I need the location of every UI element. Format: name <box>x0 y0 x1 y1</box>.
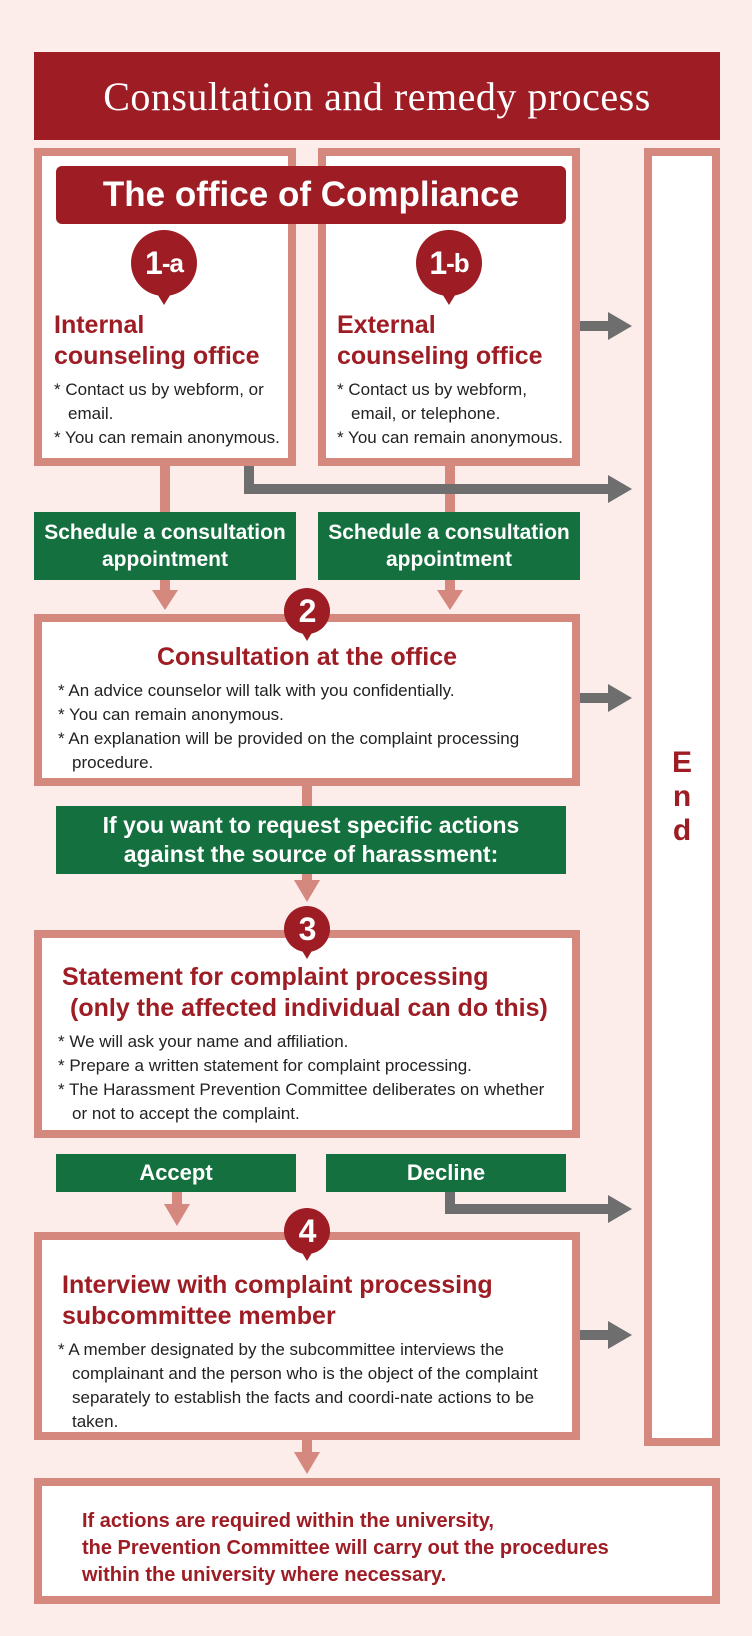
step-3-box: Statement for complaint processing (only… <box>34 930 580 1138</box>
end-label: E n d <box>667 746 697 848</box>
connector-schedule-right <box>445 580 455 590</box>
schedule-right-label: Schedule a consultation appointment <box>318 512 580 580</box>
step-1b-heading: External counseling office <box>337 311 543 370</box>
note-item: * Prepare a written statement for compla… <box>58 1056 472 1075</box>
step-1a-badge: 1-a <box>131 230 197 306</box>
step-3-badge: 3 <box>284 906 330 960</box>
step-2-heading: Consultation at the office <box>157 643 457 671</box>
note-item: * You can remain anonymous. <box>54 428 280 447</box>
step-3-heading: Statement for complaint processing (only… <box>62 963 548 1022</box>
step-2-badge: 2 <box>284 588 330 642</box>
connector-schedule-left <box>160 580 170 590</box>
note-item: * An explanation will be provided on the… <box>58 729 520 772</box>
gray-arrow-1b-shaft <box>580 321 610 331</box>
end-letter-e: E <box>671 746 692 779</box>
end-letter-d: d <box>672 814 692 847</box>
connector-2-down <box>302 784 312 808</box>
step-1b-notes: * Contact us by webform, email, or telep… <box>337 378 573 450</box>
gray-arrow-2-head <box>608 684 632 712</box>
connector-1a-down <box>160 462 170 514</box>
decline-label: Decline <box>326 1154 566 1192</box>
page-title: Consultation and remedy process <box>34 52 720 140</box>
note-item: * The Harassment Prevention Committee de… <box>58 1080 545 1123</box>
arrow-to-2-left <box>152 590 178 610</box>
gray-arrow-decline-shaft <box>445 1204 610 1214</box>
schedule-left-label: Schedule a consultation appointment <box>34 512 296 580</box>
note-item: * A member designated by the subcommitte… <box>58 1340 538 1431</box>
note-item: * Contact us by webform, email, or telep… <box>337 380 527 423</box>
gray-arrow-1b-head <box>608 312 632 340</box>
request-actions-label: If you want to request specific actions … <box>56 806 566 874</box>
gray-arrow-decline-vertical <box>445 1188 455 1212</box>
step-3-notes: * We will ask your name and affiliation.… <box>58 1030 560 1126</box>
step-1b-badge: 1-b <box>416 230 482 306</box>
step-1a-notes: * Contact us by webform, or email. * You… <box>54 378 290 450</box>
arrow-to-3 <box>294 880 320 902</box>
gray-arrow-1a-head <box>608 475 632 503</box>
note-item: * You can remain anonymous. <box>58 705 284 724</box>
step-2-notes: * An advice counselor will talk with you… <box>58 679 556 775</box>
end-column: E n d <box>644 148 720 1446</box>
connector-request-down <box>302 872 312 882</box>
end-letter-n: n <box>672 780 692 813</box>
step-1b-content: External counseling office * Contact us … <box>337 310 573 450</box>
note-item: * An advice counselor will talk with you… <box>58 681 455 700</box>
note-item: * You can remain anonymous. <box>337 428 563 447</box>
gray-arrow-4-shaft <box>580 1330 610 1340</box>
note-item: * We will ask your name and affiliation. <box>58 1032 349 1051</box>
arrow-to-4 <box>164 1204 190 1226</box>
arrow-to-final <box>294 1452 320 1474</box>
step-1a-heading: Internal counseling office <box>54 311 260 370</box>
step-4-box: Interview with complaint processing subc… <box>34 1232 580 1440</box>
office-banner: The office of Compliance <box>56 166 566 224</box>
gray-arrow-decline-head <box>608 1195 632 1223</box>
gray-arrow-1a-vertical <box>244 462 254 492</box>
connector-accept-down <box>172 1188 182 1204</box>
gray-arrow-4-head <box>608 1321 632 1349</box>
step-4-notes: * A member designated by the subcommitte… <box>58 1338 558 1434</box>
final-box: If actions are required within the unive… <box>34 1478 720 1604</box>
arrow-to-2-right <box>437 590 463 610</box>
step-4-badge: 4 <box>284 1208 330 1262</box>
connector-4-down <box>302 1438 312 1452</box>
step-1a-content: Internal counseling office * Contact us … <box>54 310 290 450</box>
gray-arrow-1a-shaft <box>244 484 610 494</box>
final-box-text: If actions are required within the unive… <box>82 1510 609 1586</box>
step-4-heading: Interview with complaint processing subc… <box>62 1271 493 1330</box>
accept-label: Accept <box>56 1154 296 1192</box>
gray-arrow-2-shaft <box>580 693 610 703</box>
note-item: * Contact us by webform, or email. <box>54 380 264 423</box>
